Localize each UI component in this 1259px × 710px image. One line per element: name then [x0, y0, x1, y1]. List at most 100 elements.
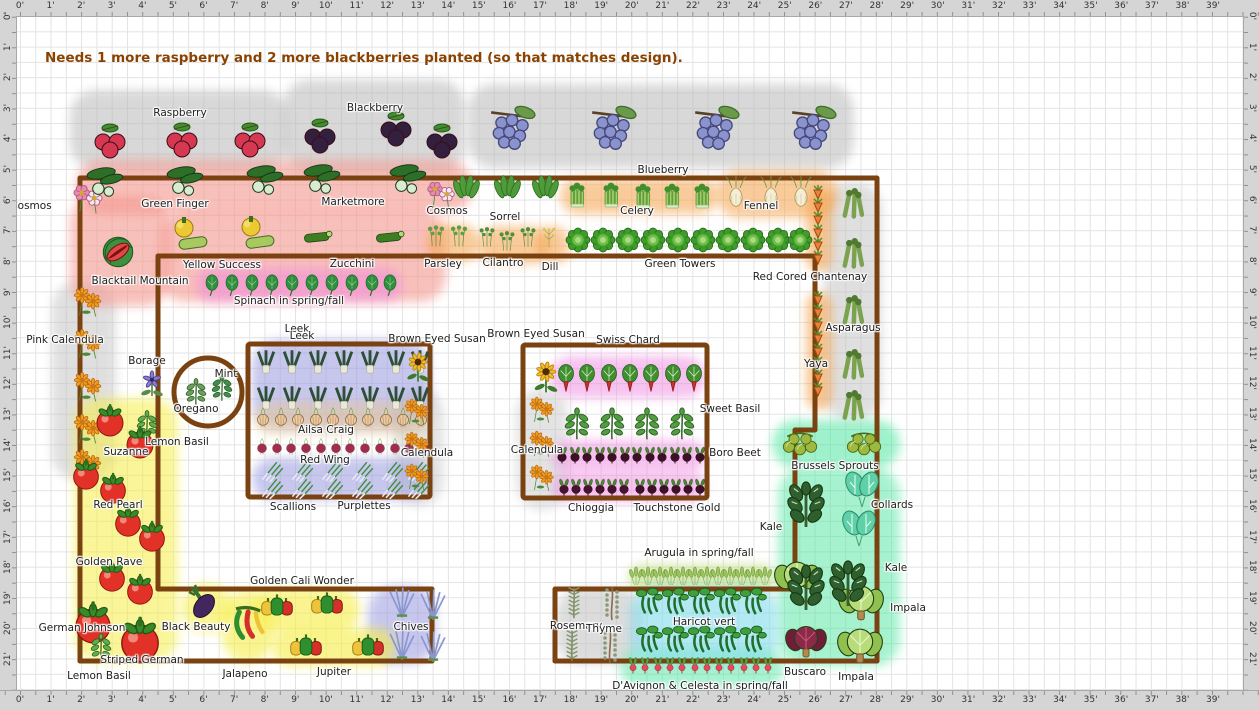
plant-icon-chioggia[interactable] — [555, 475, 573, 499]
plant-icon-black-beauty[interactable] — [180, 581, 222, 621]
plant-icon-sweet-basil[interactable] — [594, 405, 630, 443]
plant-icon-kale[interactable] — [784, 546, 828, 630]
plant-icon-cilantro[interactable] — [516, 221, 540, 253]
plant-icon-blueberry[interactable] — [587, 102, 639, 154]
plant-icon-boro-beet[interactable] — [666, 443, 684, 467]
plant-icon-red-wing[interactable] — [297, 435, 315, 457]
plant-icon-golden-rave[interactable] — [133, 517, 171, 555]
plant-icon-thyme[interactable] — [592, 579, 632, 625]
plant-icon-green-towers[interactable] — [688, 224, 718, 256]
plant-icon-chives[interactable] — [416, 586, 450, 622]
plant-icon-swiss-chard[interactable] — [594, 360, 624, 396]
plant-icon-swiss-chard[interactable] — [658, 360, 688, 396]
plant-icon-davignon-celesta[interactable] — [649, 652, 667, 678]
plant-icon-suzanne[interactable] — [120, 422, 160, 462]
plant-icon-touchstone-gold[interactable] — [679, 475, 697, 499]
plant-icon-buscaro[interactable] — [783, 620, 829, 660]
plant-icon-davignon-celesta[interactable] — [624, 652, 642, 678]
plant-icon-red-cored-chantenay[interactable] — [807, 184, 829, 272]
plant-icon-arugula[interactable] — [673, 564, 693, 590]
plant-icon-red-wing[interactable] — [341, 435, 359, 457]
plant-icon-davignon-celesta[interactable] — [636, 652, 654, 678]
plant-icon-swiss-chard[interactable] — [679, 360, 709, 396]
plant-icon-scallions[interactable] — [378, 475, 406, 499]
plant-icon-red-wing[interactable] — [253, 435, 271, 457]
plant-icon-davignon-celesta[interactable] — [673, 652, 691, 678]
plant-icon-davignon-celesta[interactable] — [710, 652, 728, 678]
plant-icon-leek[interactable] — [253, 373, 279, 423]
plant-icon-scallions[interactable] — [348, 458, 376, 482]
plant-icon-sweet-basil[interactable] — [629, 405, 665, 443]
plant-icon-sorrel[interactable] — [490, 173, 524, 207]
plant-icon-chioggia[interactable] — [615, 475, 633, 499]
plant-icon-rosemary[interactable] — [554, 624, 590, 666]
plant-icon-chives[interactable] — [385, 626, 419, 662]
plant-icon-chives[interactable] — [385, 584, 419, 620]
plant-icon-cilantro[interactable] — [495, 225, 519, 257]
plant-icon-oregano[interactable] — [181, 376, 211, 408]
plant-icon-golden-cali-wonder[interactable] — [255, 589, 299, 625]
plant-icon-cosmos-mid[interactable] — [424, 178, 458, 212]
plant-icon-pink-calendula[interactable] — [71, 284, 105, 320]
plant-icon-leek[interactable] — [279, 337, 305, 387]
plant-icon-ailsa-craig[interactable] — [252, 404, 274, 430]
plant-icon-haricot-vert[interactable] — [632, 585, 664, 619]
plant-icon-haricot-vert[interactable] — [736, 585, 768, 619]
plant-icon-sorrel[interactable] — [449, 173, 483, 207]
plant-icon-scallions[interactable] — [318, 475, 346, 499]
plant-icon-fennel[interactable] — [754, 171, 788, 213]
plant-icon-boro-beet[interactable] — [553, 443, 571, 467]
plant-icon-collards[interactable] — [839, 469, 885, 509]
plant-icon-sorrel[interactable] — [528, 173, 562, 207]
plant-icon-boro-beet[interactable] — [691, 443, 709, 467]
plant-icon-chioggia[interactable] — [579, 475, 597, 499]
plant-icon-lemon-basil-2[interactable] — [86, 630, 116, 664]
plant-icon-boro-beet[interactable] — [591, 443, 609, 467]
plant-icon-davignon-celesta[interactable] — [747, 652, 765, 678]
plant-icon-cilantro[interactable] — [475, 221, 499, 253]
plant-icon-leek[interactable] — [383, 337, 409, 387]
plant-icon-sweet-basil[interactable] — [664, 405, 700, 443]
plant-icon-leek[interactable] — [331, 337, 357, 387]
plant-icon-raspberry[interactable] — [88, 120, 132, 160]
plant-icon-chioggia[interactable] — [591, 475, 609, 499]
plant-icon-swiss-chard[interactable] — [636, 360, 666, 396]
plant-icon-calendula-onion-bed[interactable] — [402, 461, 432, 493]
plant-icon-borage[interactable] — [135, 367, 169, 401]
plant-icon-collards[interactable] — [836, 508, 882, 548]
plant-icon-touchstone-gold[interactable] — [631, 475, 649, 499]
plant-icon-celery[interactable] — [657, 176, 687, 216]
plant-icon-arugula[interactable] — [720, 564, 740, 590]
plant-icon-ailsa-craig[interactable] — [375, 404, 397, 430]
plant-icon-red-wing[interactable] — [282, 435, 300, 457]
plant-icon-green-towers[interactable] — [663, 224, 693, 256]
plant-icon-green-towers[interactable] — [738, 224, 768, 256]
plant-icon-golden-rave[interactable] — [93, 557, 131, 595]
plant-icon-golden-cali-wonder[interactable] — [305, 587, 349, 623]
plant-icon-davignon-celesta[interactable] — [698, 652, 716, 678]
plant-icon-davignon-celesta[interactable] — [686, 652, 704, 678]
plant-icon-haricot-vert[interactable] — [684, 585, 716, 619]
plant-icon-pink-calendula[interactable] — [71, 369, 105, 405]
plant-icon-green-finger[interactable] — [159, 162, 211, 200]
plant-icon-swiss-chard[interactable] — [615, 360, 645, 396]
plant-icon-boro-beet[interactable] — [566, 443, 584, 467]
plant-icon-touchstone-gold[interactable] — [655, 475, 673, 499]
plant-icon-spinach[interactable] — [360, 271, 384, 299]
plant-icon-leek[interactable] — [383, 373, 409, 423]
plant-icon-calendula-chard-bed[interactable] — [527, 428, 557, 460]
plant-icon-raspberry[interactable] — [160, 119, 204, 159]
plant-icon-fennel[interactable] — [784, 171, 818, 213]
plant-icon-golden-rave[interactable] — [121, 570, 159, 608]
plant-icon-blackberry[interactable] — [420, 120, 464, 160]
plant-icon-scallions[interactable] — [348, 475, 376, 499]
plant-icon-haricot-vert[interactable] — [736, 623, 768, 657]
plant-icon-green-towers[interactable] — [785, 224, 815, 256]
plant-icon-calendula-chard-bed[interactable] — [527, 394, 557, 426]
plant-icon-haricot-vert[interactable] — [658, 585, 690, 619]
plant-icon-ailsa-craig[interactable] — [305, 404, 327, 430]
plant-icon-scallions[interactable] — [378, 458, 406, 482]
plant-icon-swiss-chard[interactable] — [572, 360, 602, 396]
plant-icon-leek[interactable] — [331, 373, 357, 423]
plant-icon-sweet-basil[interactable] — [559, 405, 595, 443]
